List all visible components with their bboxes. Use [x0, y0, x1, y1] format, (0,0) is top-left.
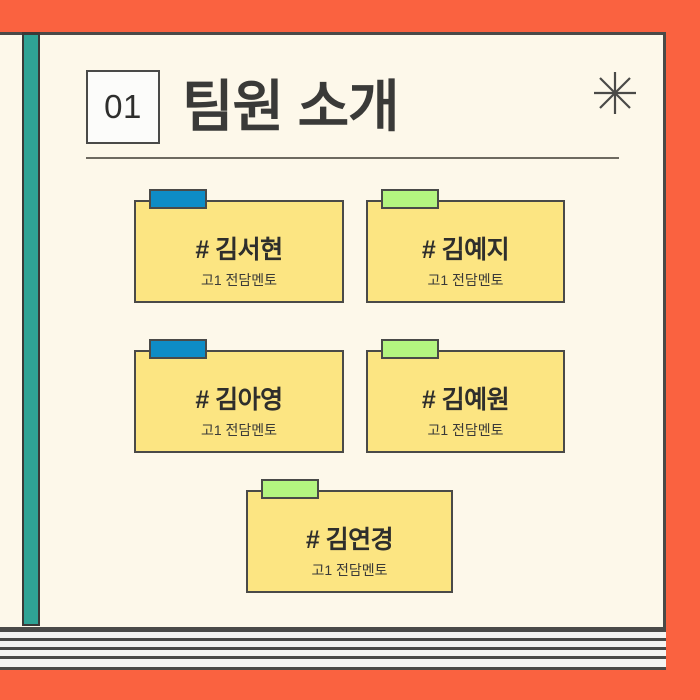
- card-tab-icon: [381, 189, 439, 209]
- page-sheet: [0, 641, 666, 647]
- member-role: 고1 전담멘토: [311, 562, 388, 578]
- page-sheet: [0, 650, 666, 656]
- member-role: 고1 전담멘토: [427, 272, 504, 288]
- member-card[interactable]: # 김예원 고1 전담멘토: [366, 339, 565, 453]
- member-name: # 김서현: [195, 236, 283, 264]
- slide-header: 01 팀원 소개: [86, 70, 620, 160]
- member-card[interactable]: # 김예지 고1 전담멘토: [366, 189, 565, 303]
- page-stack: [0, 628, 666, 670]
- binding-spine: [22, 32, 40, 626]
- member-card[interactable]: # 김연경 고1 전담멘토: [246, 479, 453, 593]
- section-number-box: 01: [86, 70, 160, 144]
- page-sheet: [0, 632, 666, 638]
- page-title: 팀원 소개: [182, 75, 400, 138]
- card-tab-icon: [149, 189, 207, 209]
- title-divider: [86, 157, 619, 159]
- member-card[interactable]: # 김아영 고1 전담멘토: [134, 339, 344, 453]
- member-name: # 김예지: [421, 236, 510, 264]
- member-card[interactable]: # 김서현 고1 전담멘토: [134, 189, 344, 303]
- member-role: 고1 전담멘토: [427, 422, 504, 438]
- member-name: # 김예원: [421, 386, 510, 414]
- member-role: 고1 전담멘토: [200, 422, 278, 438]
- card-tab-icon: [381, 339, 439, 359]
- member-name: # 김아영: [195, 386, 283, 414]
- sparkle-icon: [592, 70, 638, 116]
- card-tab-icon: [261, 479, 319, 499]
- card-tab-icon: [149, 339, 207, 359]
- page-sheet: [0, 659, 666, 667]
- member-name: # 김연경: [305, 526, 394, 554]
- section-number: 01: [104, 88, 142, 125]
- member-role: 고1 전담멘토: [200, 272, 278, 288]
